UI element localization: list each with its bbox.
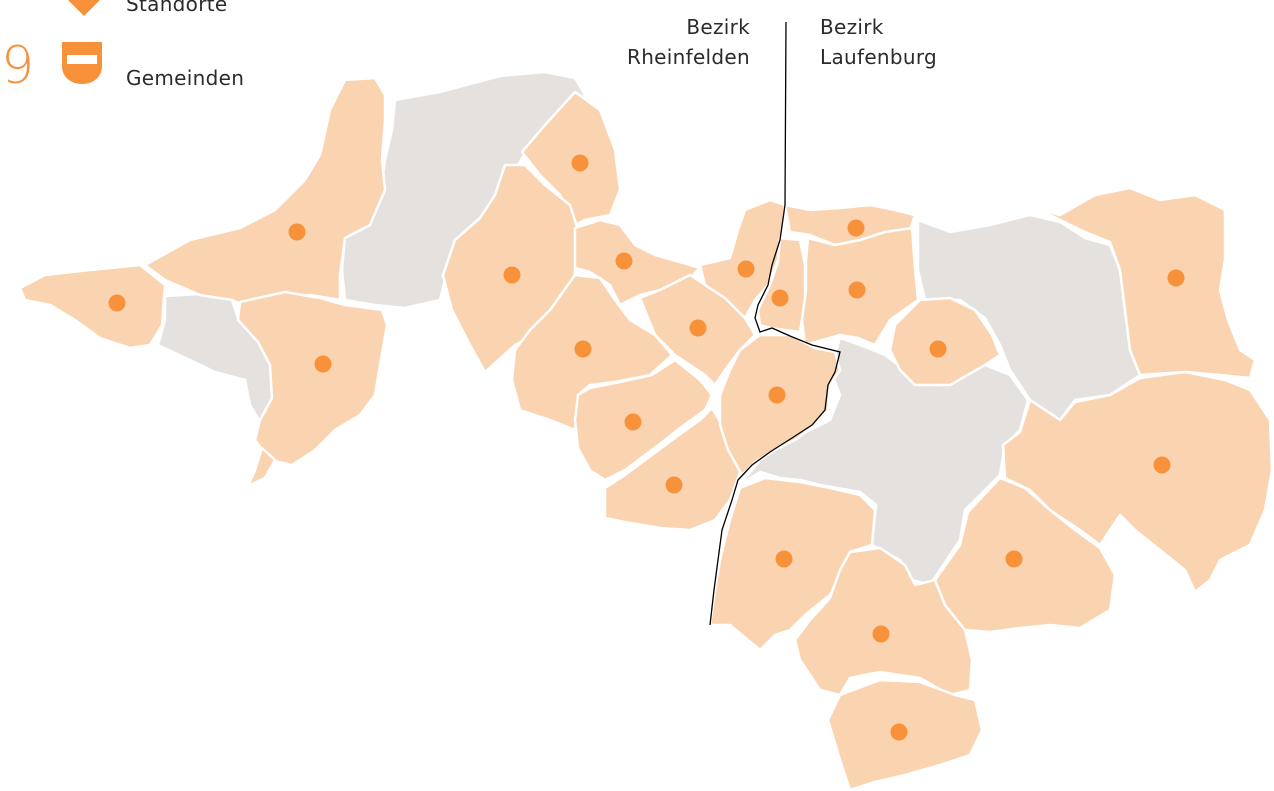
legend: 8 Standorte 29 Gemeinden — [0, 0, 300, 100]
district-label-laufenburg: Bezirk Laufenburg — [820, 12, 937, 72]
location-dot[interactable] — [1167, 269, 1185, 287]
location-dot[interactable] — [503, 266, 521, 284]
location-pin-icon — [68, 0, 100, 16]
location-dot[interactable] — [615, 252, 633, 270]
location-dot[interactable] — [665, 476, 683, 494]
district-boundary — [709, 21, 841, 626]
location-dot[interactable] — [108, 294, 126, 312]
location-dot[interactable] — [737, 260, 755, 278]
municipality — [236, 290, 389, 467]
location-dot[interactable] — [890, 723, 908, 741]
location-dot[interactable] — [1153, 456, 1171, 474]
district-label-line1: Bezirk — [820, 15, 884, 39]
location-dot[interactable] — [574, 340, 592, 358]
locations-count: 8 — [0, 0, 3, 24]
municipalities-label: Gemeinden — [126, 66, 245, 90]
coat-of-arms-icon — [62, 42, 102, 84]
municipality — [573, 358, 714, 482]
location-dot[interactable] — [768, 386, 786, 404]
municipality — [933, 476, 1117, 634]
location-dot[interactable] — [929, 340, 947, 358]
district-label-rheinfelden: Bezirk Rheinfelden — [627, 12, 750, 72]
municipalities-count: 29 — [0, 36, 35, 96]
municipality — [18, 263, 167, 350]
municipality — [793, 546, 974, 697]
municipality — [718, 333, 842, 477]
location-dot[interactable] — [689, 319, 707, 337]
location-dot[interactable] — [872, 625, 890, 643]
location-dot[interactable] — [624, 413, 642, 431]
location-dot[interactable] — [314, 355, 332, 373]
municipality — [520, 90, 622, 227]
district-label-line1: Bezirk — [686, 15, 750, 39]
location-dot[interactable] — [847, 219, 865, 237]
location-dot[interactable] — [571, 154, 589, 172]
district-label-line2: Rheinfelden — [627, 45, 750, 69]
municipality — [888, 296, 1002, 387]
municipality — [510, 273, 674, 432]
district-label-line2: Laufenburg — [820, 45, 938, 69]
location-dot[interactable] — [775, 550, 793, 568]
location-dot[interactable] — [1005, 550, 1023, 568]
municipality — [1033, 186, 1257, 380]
municipality — [708, 476, 877, 652]
location-dot[interactable] — [771, 289, 789, 307]
municipality — [246, 446, 277, 488]
locations-label: Standorte — [126, 0, 228, 16]
location-dot[interactable] — [288, 223, 306, 241]
location-dot[interactable] — [848, 281, 866, 299]
